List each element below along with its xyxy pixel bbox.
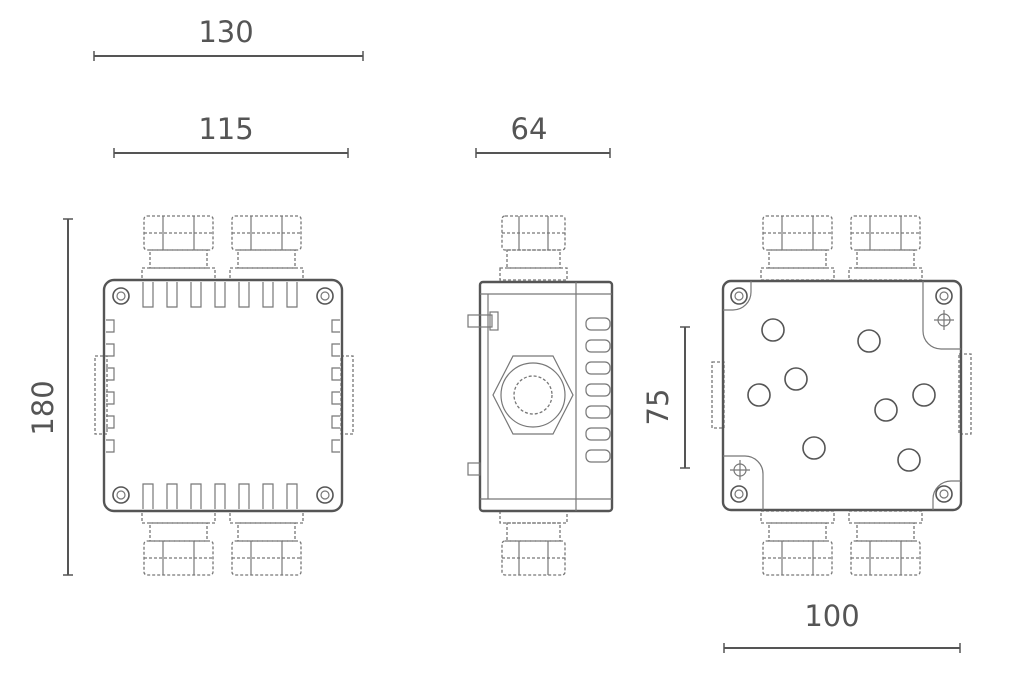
dimension-64: 64 [475,112,611,158]
back-bottom-gland-left [760,510,835,576]
dimension-64-label: 64 [511,112,548,146]
back-corner-pockets [723,281,961,510]
back-top-gland-left [760,215,835,281]
back-view [711,215,972,576]
front-screw-icons [112,287,334,504]
dimension-180: 180 [26,218,73,576]
back-screw-icons [730,287,953,503]
back-right-bracket [958,353,972,435]
back-mount-point-icons [730,310,954,480]
front-housing [102,278,344,513]
back-bottom-gland-right [848,510,923,576]
dimension-115-label: 115 [198,112,253,146]
dimension-180-label: 180 [26,380,60,435]
front-bottom-ribs [142,483,298,509]
dimension-75-label: 75 [641,389,675,426]
side-ribs [585,317,611,463]
side-bottom-gland [499,510,568,576]
dimension-115: 115 [113,112,349,158]
front-bottom-gland-right [229,510,304,576]
side-view [467,215,614,576]
side-housing [478,280,614,513]
front-top-ribs [142,282,298,308]
dimension-75: 75 [641,326,690,469]
dimension-130-label: 130 [198,15,253,49]
front-top-gland-left [141,215,216,281]
dimension-100: 100 [723,599,961,653]
front-bottom-gland-left [141,510,216,576]
front-side-ribs [106,319,340,453]
dimension-130: 130 [93,15,364,61]
back-top-gland-right [848,215,923,281]
side-latch [467,311,499,476]
side-top-gland [499,215,568,281]
front-left-bracket [94,355,108,435]
dimension-100-label: 100 [804,599,859,633]
front-top-gland-right [229,215,304,281]
front-view [94,215,354,576]
side-gland-nut [492,355,574,435]
back-housing [721,279,963,512]
back-knockout-holes [747,318,936,472]
